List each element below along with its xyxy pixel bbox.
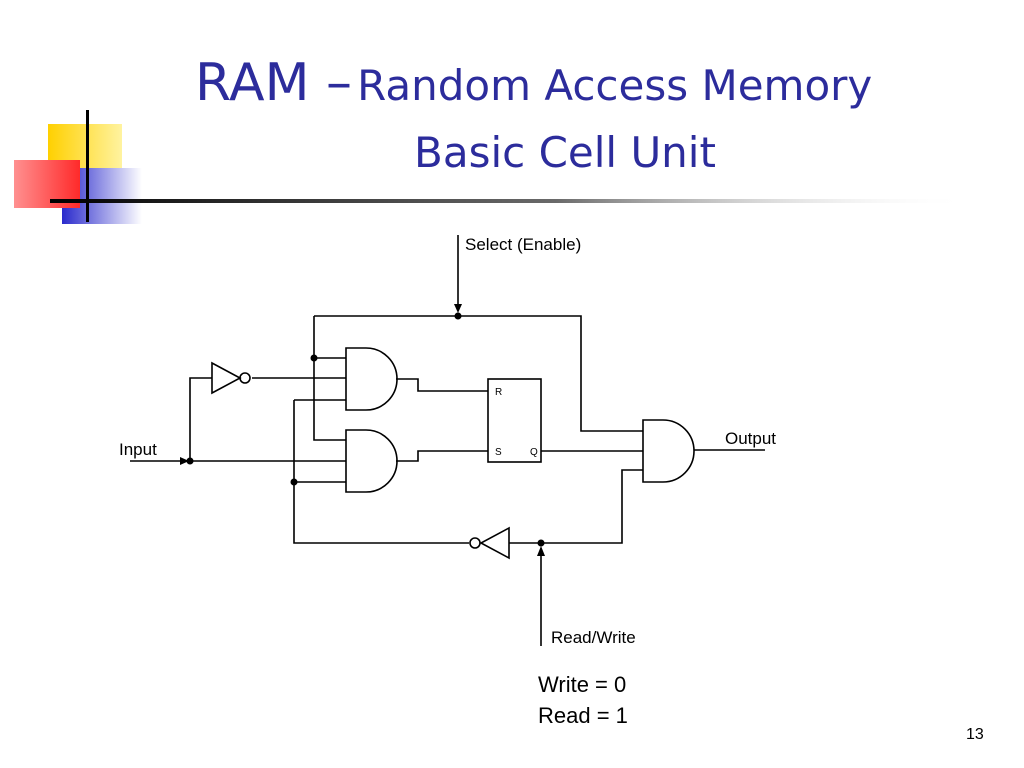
vertical-rule xyxy=(86,110,89,222)
read-write-label: Read/Write xyxy=(551,628,636,647)
junction-dot xyxy=(186,457,194,465)
junction-dot xyxy=(310,354,318,362)
junction-dot xyxy=(454,312,462,320)
select-label: Select (Enable) xyxy=(465,235,581,254)
sr-flipflop xyxy=(487,378,542,463)
page-number: 13 xyxy=(966,726,984,743)
and-gate-output xyxy=(642,419,695,483)
read-note: Read = 1 xyxy=(538,703,628,728)
junction-dots xyxy=(186,312,545,547)
and-gate-top xyxy=(345,347,398,411)
input-label: Input xyxy=(119,440,157,459)
flipflop-r-label: R xyxy=(495,387,502,398)
horizontal-rule xyxy=(50,199,970,203)
output-label: Output xyxy=(725,429,776,448)
rw-vertical-wire xyxy=(293,400,469,544)
junction-dot xyxy=(290,478,298,486)
title-acronym: RAM – xyxy=(195,53,352,113)
and1-to-r-wire xyxy=(396,378,488,392)
and2-to-s-wire xyxy=(396,450,488,462)
title-subtitle: Basic Cell Unit xyxy=(414,128,716,177)
input-to-inverter-wire xyxy=(189,377,212,461)
flipflop-q-label: Q xyxy=(530,447,538,458)
title-expansion: Random Access Memory xyxy=(357,61,873,110)
read-write-arrow-icon xyxy=(537,546,545,556)
junction-dot xyxy=(537,539,545,547)
rw-bus-wire xyxy=(509,469,643,544)
input-inverter-gate xyxy=(211,361,251,395)
and-gate-bottom xyxy=(345,429,398,493)
flipflop-s-label: S xyxy=(495,447,502,458)
select-bus-wire xyxy=(314,315,643,432)
mode-notes: Write = 0 Read = 1 xyxy=(538,669,628,731)
input-arrow-icon xyxy=(180,457,189,465)
select-arrow-icon xyxy=(454,304,462,313)
title-decoration xyxy=(14,110,970,224)
write-note: Write = 0 xyxy=(538,672,627,697)
read-write-inverter-gate xyxy=(469,526,510,560)
